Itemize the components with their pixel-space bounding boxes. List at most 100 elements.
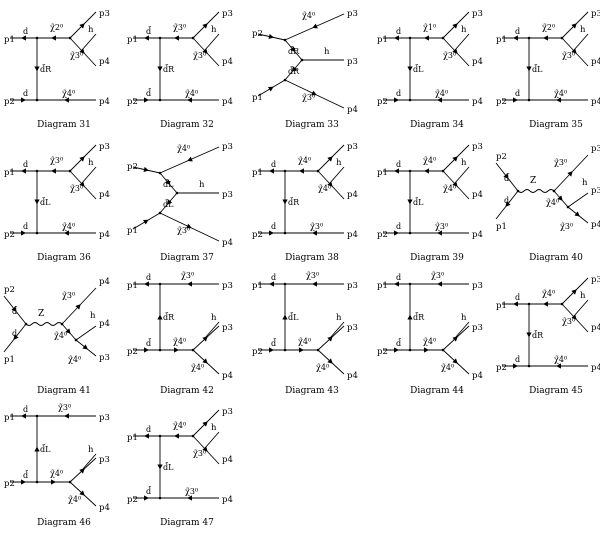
external-label-p4: p4 bbox=[591, 323, 600, 333]
external-label-p1: p1 bbox=[377, 35, 388, 45]
neutralino-label-a: χ̃1⁰ bbox=[423, 23, 436, 32]
vertex bbox=[158, 282, 162, 286]
external-label-p3: p3 bbox=[99, 9, 110, 19]
propagator-line bbox=[454, 166, 470, 184]
neutralino-label-a: χ̃3⁰ bbox=[306, 271, 319, 280]
arrow-mark bbox=[202, 358, 208, 364]
neutralino-label-a: χ̃4⁰ bbox=[542, 289, 555, 298]
external-label-p1: p1 bbox=[4, 168, 15, 178]
vertex bbox=[316, 169, 320, 173]
diagram-caption: Diagram 41 bbox=[37, 386, 91, 396]
external-label-p1: p1 bbox=[252, 93, 263, 103]
external-label-in-lower: p1 bbox=[4, 355, 15, 365]
arrow-mark bbox=[34, 446, 40, 452]
neutralino-label-c: χ̃3⁰ bbox=[185, 487, 198, 496]
external-label-p3-lower: p3 bbox=[347, 323, 358, 333]
arrow-mark bbox=[513, 301, 518, 307]
z-boson-label: Z bbox=[530, 176, 536, 186]
quark-label-top: d bbox=[515, 293, 520, 302]
external-label-p4-bottom: p4 bbox=[222, 97, 233, 107]
higgs-label: h bbox=[324, 47, 330, 57]
neutralino-label-a: χ̃4⁰ bbox=[173, 421, 186, 430]
arrow-mark bbox=[144, 347, 149, 353]
vertex bbox=[283, 348, 287, 352]
vertex bbox=[408, 98, 412, 102]
neutralino-label-a: χ̃2⁰ bbox=[542, 23, 555, 32]
external-label-p4: p4 bbox=[222, 371, 233, 381]
propagator-line bbox=[204, 431, 220, 449]
external-label-p2: p2 bbox=[496, 97, 507, 107]
vertex bbox=[60, 322, 64, 326]
arrow-mark bbox=[51, 168, 56, 174]
vertex bbox=[191, 434, 195, 438]
neutralino-label-c: χ̃4⁰ bbox=[68, 495, 81, 504]
external-label-p1: p1 bbox=[127, 226, 138, 236]
arrow-mark bbox=[513, 97, 518, 103]
arrow-mark bbox=[34, 199, 40, 205]
diagram-caption: Diagram 43 bbox=[285, 386, 339, 396]
external-label-p4-bottom: p4 bbox=[99, 230, 110, 240]
arrow-mark bbox=[157, 314, 163, 320]
arrow-mark bbox=[289, 46, 296, 52]
squark-label-upper: d̃R bbox=[288, 45, 300, 56]
external-label-p3: p3 bbox=[591, 275, 600, 285]
arrow-mark bbox=[269, 230, 274, 236]
diagram-caption: Diagram 46 bbox=[37, 518, 91, 528]
external-label-out-upper: p4 bbox=[99, 277, 110, 287]
antiquark-label: d̄ bbox=[23, 470, 29, 480]
arrow-mark bbox=[187, 156, 193, 162]
arrow-mark bbox=[505, 201, 511, 207]
arrow-mark bbox=[437, 281, 442, 287]
neutralino-label-b: χ̃3⁰ bbox=[70, 51, 83, 60]
external-label-p3-lower: p3 bbox=[99, 455, 110, 465]
propagator-line bbox=[204, 321, 220, 339]
external-label-p4-bottom: p4 bbox=[591, 97, 600, 107]
neutralino-label-a: χ̃3⁰ bbox=[431, 271, 444, 280]
external-label-p4: p4 bbox=[347, 371, 358, 381]
external-label-p4: p4 bbox=[472, 371, 483, 381]
arrow-mark bbox=[556, 97, 561, 103]
neutralino-label-a: χ̃3⁰ bbox=[173, 23, 186, 32]
arrow-mark bbox=[65, 328, 71, 334]
neutralino-label-c: χ̃4⁰ bbox=[316, 363, 329, 372]
neutralino-label-top: χ̃4⁰ bbox=[302, 11, 315, 20]
quark-label-bottom: d bbox=[23, 89, 28, 98]
vertex bbox=[35, 98, 39, 102]
arrow-mark bbox=[327, 181, 333, 187]
neutralino-label-c: χ̃3⁰ bbox=[310, 222, 323, 231]
external-label-p2: p2 bbox=[4, 230, 15, 240]
arrow-mark bbox=[174, 433, 179, 439]
higgs-label: h bbox=[336, 158, 342, 168]
arrow-mark bbox=[144, 495, 149, 501]
vertex bbox=[24, 322, 28, 326]
arrow-mark bbox=[312, 23, 318, 29]
vertex bbox=[560, 36, 564, 40]
arrow-mark bbox=[144, 97, 149, 103]
diagram-caption: Diagram 37 bbox=[160, 253, 214, 263]
higgs-label: h bbox=[580, 25, 586, 35]
external-label-p4: p4 bbox=[99, 190, 110, 200]
arrow-mark bbox=[268, 86, 274, 92]
vertex bbox=[158, 98, 162, 102]
higgs-label: h bbox=[582, 178, 588, 188]
neutralino-label-b: χ̃3⁰ bbox=[562, 51, 575, 60]
arrow-mark bbox=[327, 358, 333, 364]
neutralino-label-bottom: χ̃3⁰ bbox=[302, 93, 315, 102]
quark-label-top: d bbox=[515, 27, 520, 36]
quark-label-top: d bbox=[23, 27, 28, 36]
neutralino-label-a: χ̃3⁰ bbox=[50, 156, 63, 165]
arrow-mark bbox=[394, 347, 399, 353]
arrow-mark bbox=[311, 90, 317, 96]
vertex bbox=[35, 36, 39, 40]
vertex bbox=[158, 434, 162, 438]
neutralino-label-c: χ̃4⁰ bbox=[435, 89, 448, 98]
higgs-label: h bbox=[199, 180, 205, 190]
quark-label-top: d bbox=[23, 405, 28, 414]
squark-label: d̃R bbox=[413, 311, 425, 322]
neutralino-label-b: χ̃3⁰ bbox=[443, 51, 456, 60]
